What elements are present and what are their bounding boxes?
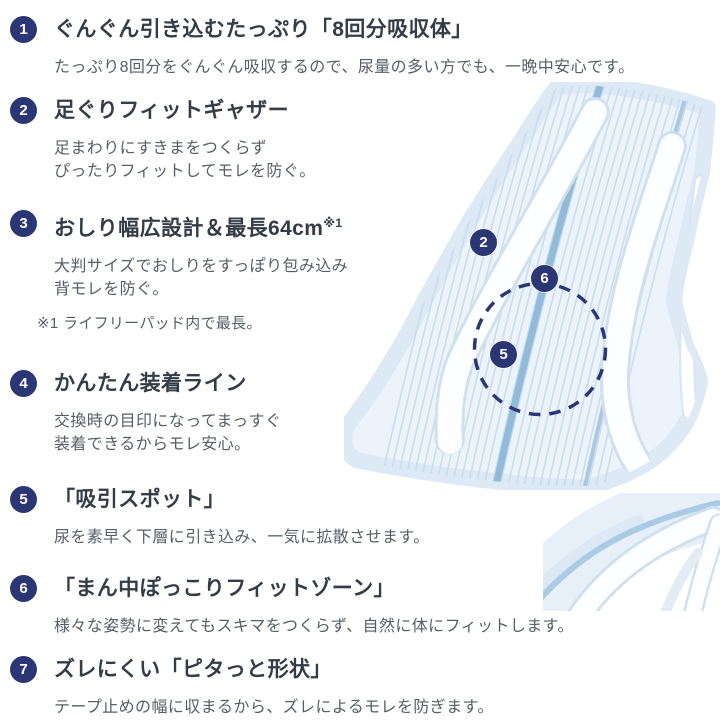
feature-title: 「まん中ぽっこりフィットゾーン」 (54, 577, 395, 600)
feature-number-badge: 6 (10, 575, 37, 602)
feature-description: テープ止めの幅に収まるから、ズレによるモレを防ぎます。 (54, 696, 720, 719)
feature-description-line: 様々な姿勢に変えてもスキマをつくらず、自然に体にフィットします。 (54, 618, 574, 635)
feature-item-4: 4 かんたん装着ライン 交換時の目印になってまっすぐ 装着できるからモレ安心。 (10, 370, 720, 456)
feature-description-line: 背モレを防ぐ。 (54, 281, 169, 298)
feature-title: おしり幅広設計＆最長64cm※1 (54, 210, 720, 242)
pad-illustration (344, 82, 720, 490)
feature-footnote: ※1 ライフリーパッド内で最長。 (37, 315, 262, 332)
feature-description: 尿を素早く下層に引き込み、一気に拡散させます。 (54, 526, 720, 549)
callout-badge-5: 5 (490, 341, 517, 368)
feature-number-badge: 5 (10, 486, 37, 513)
feature-title: かんたん装着ライン (54, 372, 247, 395)
feature-description: たっぷり8回分をぐんぐん吸収するので、尿量の多い方でも、一晩中安心です。 (54, 56, 720, 79)
feature-number-badge: 3 (10, 210, 37, 237)
feature-item-2: 2 足ぐりフィットギャザー 足まわりにすきまをつくらず ぴったりフィットしてモレ… (10, 97, 720, 183)
pad-closeup-illustration (543, 493, 720, 611)
product-pad-image: 2 6 5 (344, 82, 720, 490)
feature-number-badge: 1 (10, 16, 37, 43)
feature-description-line: ぴったりフィットしてモレを防ぐ。 (54, 163, 316, 180)
feature-item-3: 3 おしり幅広設計＆最長64cm※1 大判サイズでおしりをすっぽり包み込み 背モ… (10, 210, 720, 334)
pad-closeup-image (543, 493, 720, 611)
feature-item-1: 1 ぐんぐん引き込むたっぷり「8回分吸収体」 たっぷり8回分をぐんぐん吸収するの… (10, 16, 720, 79)
feature-item-7: 7 ズレにくい「ピタっと形状」 テープ止めの幅に収まるから、ズレによるモレを防ぎ… (10, 656, 720, 719)
feature-item-5: 5 「吸引スポット」 尿を素早く下層に引き込み、一気に拡散させます。 (10, 486, 720, 549)
feature-title-text: おしり幅広設計＆最長64cm (54, 217, 324, 240)
feature-description-line: 尿を素早く下層に引き込み、一気に拡散させます。 (54, 529, 430, 546)
feature-title: 「吸引スポット」 (54, 488, 226, 511)
feature-title: ズレにくい「ピタっと形状」 (54, 658, 332, 681)
feature-title: 足ぐりフィットギャザー (54, 99, 289, 122)
feature-description-line: 交換時の目印になってまっすぐ (54, 413, 282, 430)
feature-description: 様々な姿勢に変えてもスキマをつくらず、自然に体にフィットします。 (54, 615, 720, 638)
feature-description-line: 装着できるからモレ安心。 (54, 436, 251, 453)
feature-number-badge: 7 (10, 656, 37, 683)
feature-number-badge: 4 (10, 370, 37, 397)
feature-description-line: たっぷり8回分をぐんぐん吸収するので、尿量の多い方でも、一晩中安心です。 (54, 59, 635, 76)
callout-badge-2: 2 (470, 229, 497, 256)
feature-item-6: 6 「まん中ぽっこりフィットゾーン」 様々な姿勢に変えてもスキマをつくらず、自然… (10, 575, 720, 638)
feature-description-line: テープ止めの幅に収まるから、ズレによるモレを防ぎます。 (54, 699, 494, 716)
feature-description-line: 大判サイズでおしりをすっぽり包み込み (54, 258, 349, 275)
feature-description: 足まわりにすきまをつくらず ぴったりフィットしてモレを防ぐ。 (54, 137, 720, 183)
callout-badge-6: 6 (531, 265, 558, 292)
feature-title-superscript: ※1 (323, 216, 343, 230)
feature-description: 大判サイズでおしりをすっぽり包み込み 背モレを防ぐ。 (54, 255, 720, 301)
feature-description: 交換時の目印になってまっすぐ 装着できるからモレ安心。 (54, 410, 720, 456)
feature-title: ぐんぐん引き込むたっぷり「8回分吸収体」 (54, 18, 473, 41)
feature-description-line: 足まわりにすきまをつくらず (54, 140, 268, 157)
feature-number-badge: 2 (10, 97, 37, 124)
